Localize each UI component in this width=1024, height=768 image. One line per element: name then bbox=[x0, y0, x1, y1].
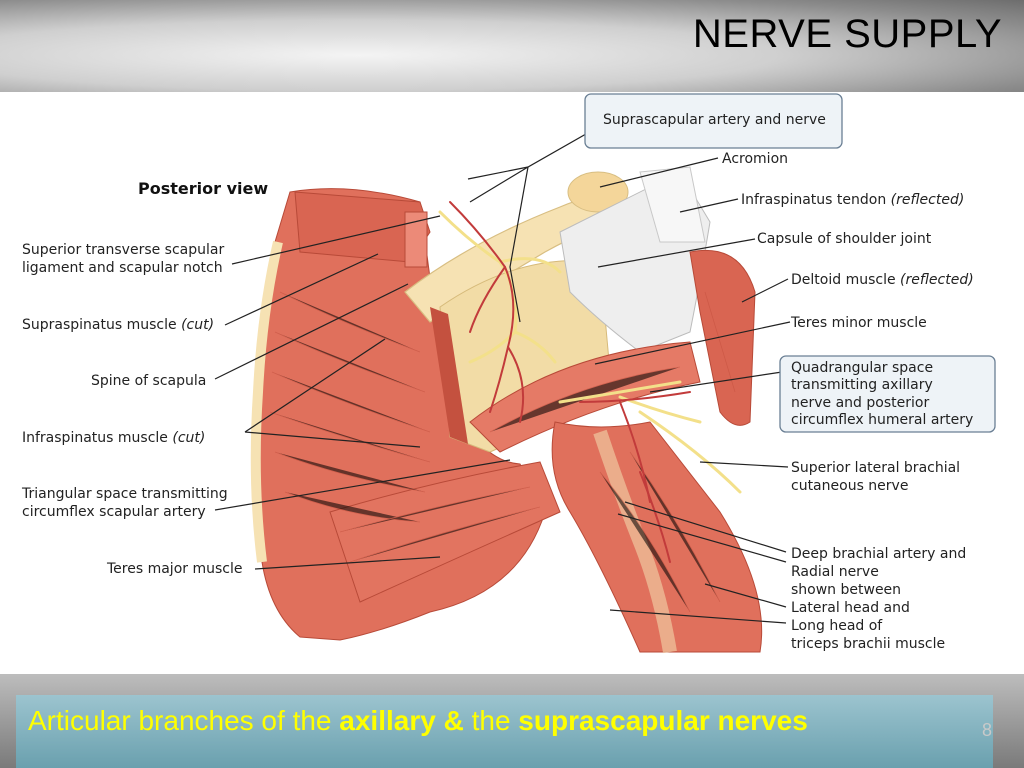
label-superior-lateral-brachial: Superior lateral brachial cutaneous nerv… bbox=[791, 460, 965, 494]
view-label: Posterior view bbox=[138, 179, 268, 198]
label-superior-transverse: Superior transverse scapular ligament an… bbox=[22, 242, 229, 276]
quadrangular-box bbox=[779, 355, 996, 433]
shoulder-illustration: Posterior view Suprascapular artery and … bbox=[21, 93, 996, 654]
label-supraspinatus: Supraspinatus muscle (cut) bbox=[22, 317, 214, 333]
label-capsule: Capsule of shoulder joint bbox=[757, 231, 932, 247]
caption-text: Articular branches of the axillary & the… bbox=[28, 705, 808, 736]
deltoid-reflected bbox=[689, 249, 756, 426]
label-spine-of-scapula: Spine of scapula bbox=[91, 373, 206, 389]
slide-footer: Articular branches of the axillary & the… bbox=[0, 674, 1024, 768]
label-deltoid: Deltoid muscle (reflected) bbox=[791, 272, 974, 288]
label-infraspinatus: Infraspinatus muscle (cut) bbox=[22, 430, 205, 446]
label-infraspinatus-tendon: Infraspinatus tendon (reflected) bbox=[741, 192, 964, 208]
label-deep-brachial: Deep brachial artery and Radial nerve sh… bbox=[791, 546, 971, 652]
label-triangular: Triangular space transmitting circumflex… bbox=[21, 486, 232, 520]
label-quadrangular: Quadrangular space transmitting axillary… bbox=[791, 360, 973, 428]
slide-title: NERVE SUPPLY bbox=[692, 12, 1002, 56]
page-number: 8 bbox=[982, 720, 993, 740]
label-teres-major: Teres major muscle bbox=[106, 561, 242, 577]
caption-box: Articular branches of the axillary & the… bbox=[16, 695, 993, 768]
suprascapular-box bbox=[584, 93, 843, 149]
leader-lines bbox=[214, 125, 791, 624]
label-teres-minor: Teres minor muscle bbox=[790, 315, 927, 331]
slide-header: NERVE SUPPLY bbox=[0, 0, 1024, 92]
label-acromion: Acromion bbox=[722, 151, 788, 167]
label-suprascapular: Suprascapular artery and nerve bbox=[603, 112, 826, 128]
triceps bbox=[551, 421, 763, 653]
anatomy-figure: Posterior view Suprascapular artery and … bbox=[0, 92, 1024, 674]
teres-major bbox=[329, 461, 561, 603]
illustration bbox=[250, 166, 763, 654]
